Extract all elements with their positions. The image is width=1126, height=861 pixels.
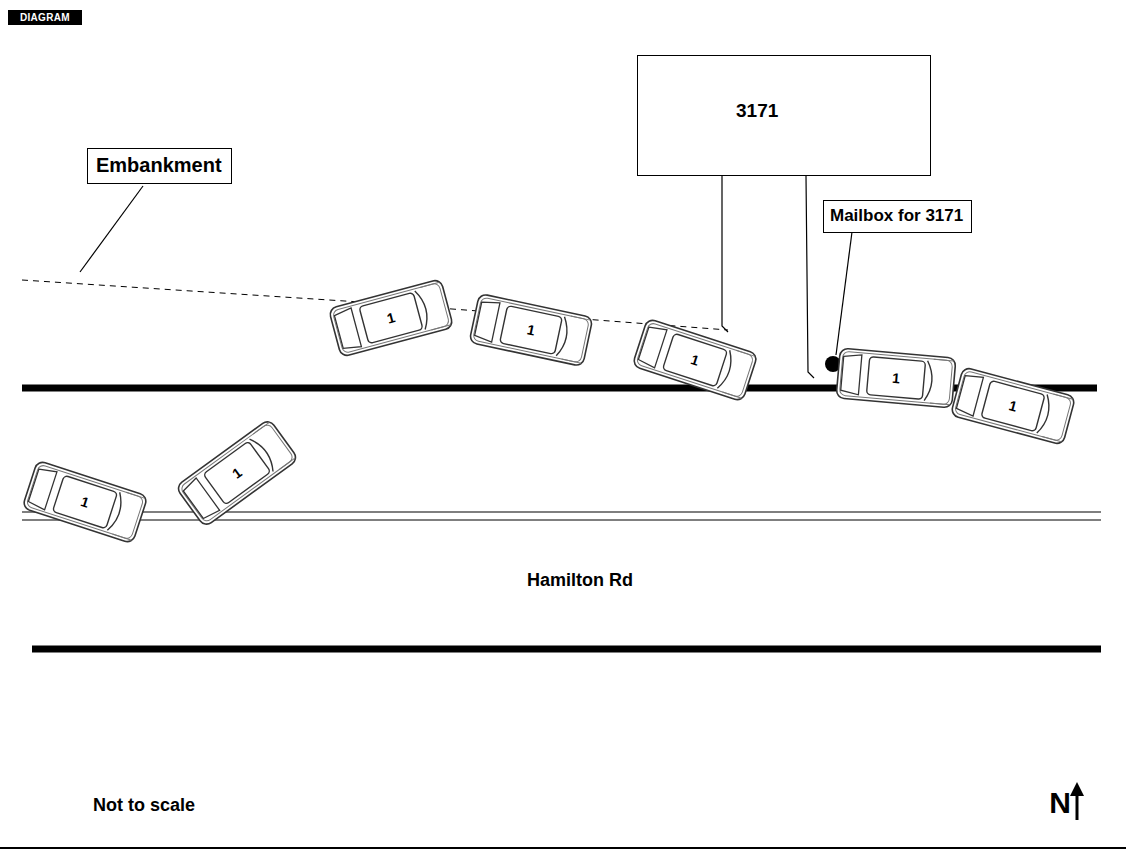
leader-line (836, 232, 852, 355)
vehicle-position (329, 279, 454, 357)
vehicle-position (22, 460, 148, 543)
centre-line (22, 519, 1101, 520)
vehicle-position (175, 419, 298, 528)
leader-line (80, 186, 143, 272)
frame-rule (0, 847, 1126, 849)
road-name: Hamilton Rd (527, 571, 633, 589)
leader-line (722, 176, 728, 332)
leader-line (806, 176, 814, 378)
callout-number: 1 (892, 371, 901, 386)
callout-box: Embankment (87, 148, 232, 184)
centre-line (22, 511, 1101, 512)
node-text: Embankment (96, 154, 222, 177)
callout-box: Mailbox for 3171 (823, 200, 972, 233)
scale-note: Not to scale (93, 796, 195, 814)
road-edge (32, 646, 1101, 653)
node-text: Mailbox for 3171 (830, 206, 963, 226)
north-arrow (1070, 782, 1084, 796)
house-box: 3171 (637, 55, 931, 176)
header-tag: DIAGRAM (8, 10, 82, 25)
vehicle-position (469, 293, 593, 366)
vehicle-position (836, 348, 956, 408)
north-label: N (1049, 788, 1071, 818)
vehicle-position (632, 318, 758, 401)
node-text: 3171 (736, 100, 778, 122)
vehicle-position (951, 367, 1076, 445)
